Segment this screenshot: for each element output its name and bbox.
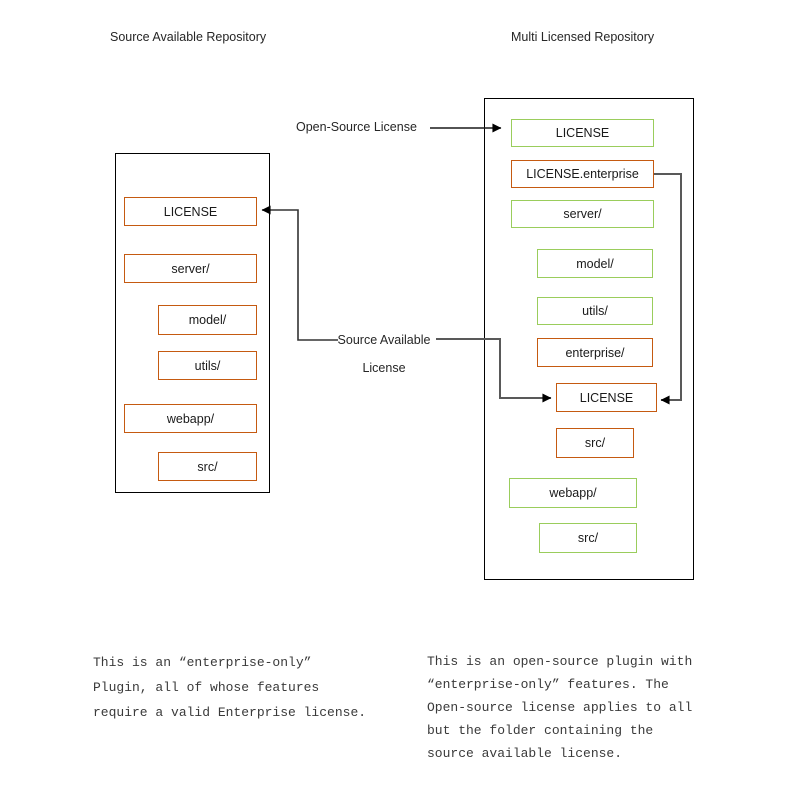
right-folder-box-utils: utils/ bbox=[537, 297, 653, 325]
left-folder-box-utils: utils/ bbox=[158, 351, 257, 380]
right-folder-box-webapp: webapp/ bbox=[509, 478, 637, 508]
right-folder-box-src-webapp: src/ bbox=[539, 523, 637, 553]
source-available-license-label: Source Available License bbox=[337, 333, 431, 375]
right-folder-box-license-enterprise: LICENSE.enterprise bbox=[511, 160, 654, 188]
left-folder-box-server: server/ bbox=[124, 254, 257, 283]
open-source-license-label: Open-Source License bbox=[296, 120, 417, 134]
left-folder-box-src: src/ bbox=[158, 452, 257, 481]
left-folder-box-license: LICENSE bbox=[124, 197, 257, 226]
left-repo-title: Source Available Repository bbox=[110, 30, 267, 44]
right-folder-box-enterprise-dir: enterprise/ bbox=[537, 338, 653, 367]
right-folder-box-src-enterprise: src/ bbox=[556, 428, 634, 458]
right-folder-box-model: model/ bbox=[537, 249, 653, 278]
left-folder-box-model: model/ bbox=[158, 305, 257, 335]
right-folder-box-license-inner: LICENSE bbox=[556, 383, 657, 412]
left-repo-note: This is an “enterprise-only” Plugin, all… bbox=[93, 655, 367, 720]
source-available-left-arrow bbox=[261, 205, 338, 341]
right-folder-box-server: server/ bbox=[511, 200, 654, 228]
right-repo-title: Multi Licensed Repository bbox=[511, 30, 655, 44]
left-folder-box-webapp: webapp/ bbox=[124, 404, 257, 433]
right-folder-box-license-open: LICENSE bbox=[511, 119, 654, 147]
right-repo-note: This is an open-source plugin with “ente… bbox=[427, 654, 693, 761]
